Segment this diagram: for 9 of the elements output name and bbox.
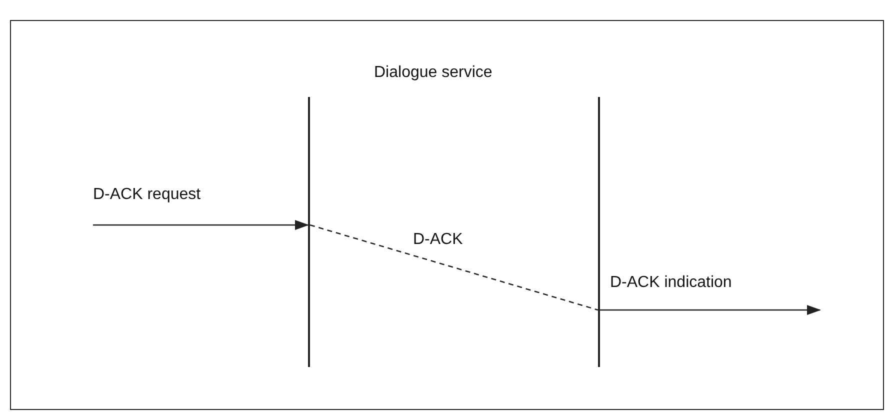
message-label: D-ACK indication — [610, 274, 732, 292]
message-arrow — [600, 305, 821, 315]
lifeline — [598, 97, 600, 367]
message-label: D-ACK — [413, 231, 463, 249]
message-label: D-ACK request — [93, 186, 201, 204]
message-arrow — [93, 220, 309, 230]
service-title: Dialogue service — [374, 64, 492, 82]
dashed-message-line — [310, 224, 598, 311]
lifeline — [308, 97, 310, 367]
